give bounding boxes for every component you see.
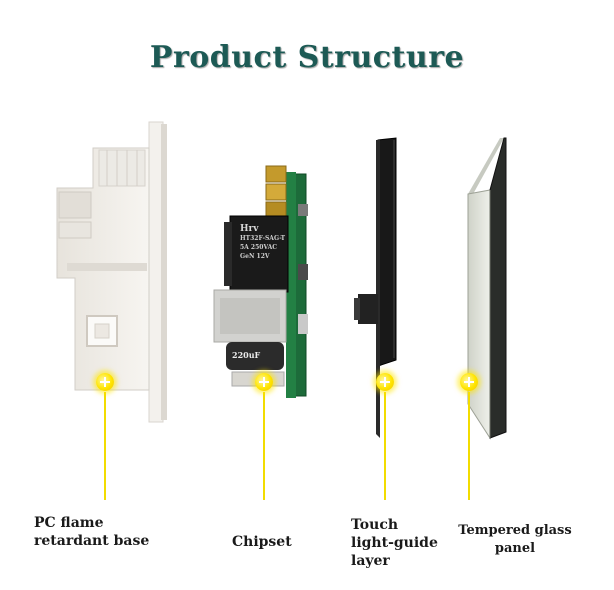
leader-line-glass	[468, 392, 470, 500]
chipset-image	[213, 165, 308, 398]
label-line: Touch	[351, 517, 399, 533]
capacitor-label: 220uF	[232, 350, 261, 360]
label-line: Tempered glass	[458, 523, 572, 538]
label-line: light-guide	[351, 535, 438, 551]
relay-label-3: 5A 250VAC	[240, 244, 278, 251]
relay-label-1: Hrv	[240, 224, 259, 234]
marker-plus-icon	[96, 373, 114, 391]
label-line: retardant base	[34, 533, 150, 549]
leader-line-light-guide	[384, 392, 386, 500]
label-line: layer	[351, 553, 390, 569]
pc-base-image	[56, 121, 167, 423]
marker-plus-icon	[255, 373, 273, 391]
label-line: PC flame	[34, 515, 104, 531]
light-guide-image	[354, 137, 397, 438]
leader-line-chipset	[263, 392, 265, 500]
label-line: panel	[494, 541, 536, 556]
page-title: Product Structure	[149, 40, 465, 75]
label-chipset: Chipset	[232, 533, 292, 551]
leader-line-base	[104, 392, 106, 500]
label-line: Chipset	[232, 534, 292, 550]
relay-label-4: GeN 12V	[240, 253, 270, 260]
label-pc-base: PC flame retardant base	[34, 514, 149, 550]
marker-plus-icon	[376, 373, 394, 391]
label-glass-panel: Tempered glass panel	[456, 522, 574, 558]
relay-label-2: HT32F-SAG-T	[240, 235, 286, 242]
label-light-guide: Touch light-guide layer	[351, 516, 438, 570]
marker-plus-icon	[460, 373, 478, 391]
